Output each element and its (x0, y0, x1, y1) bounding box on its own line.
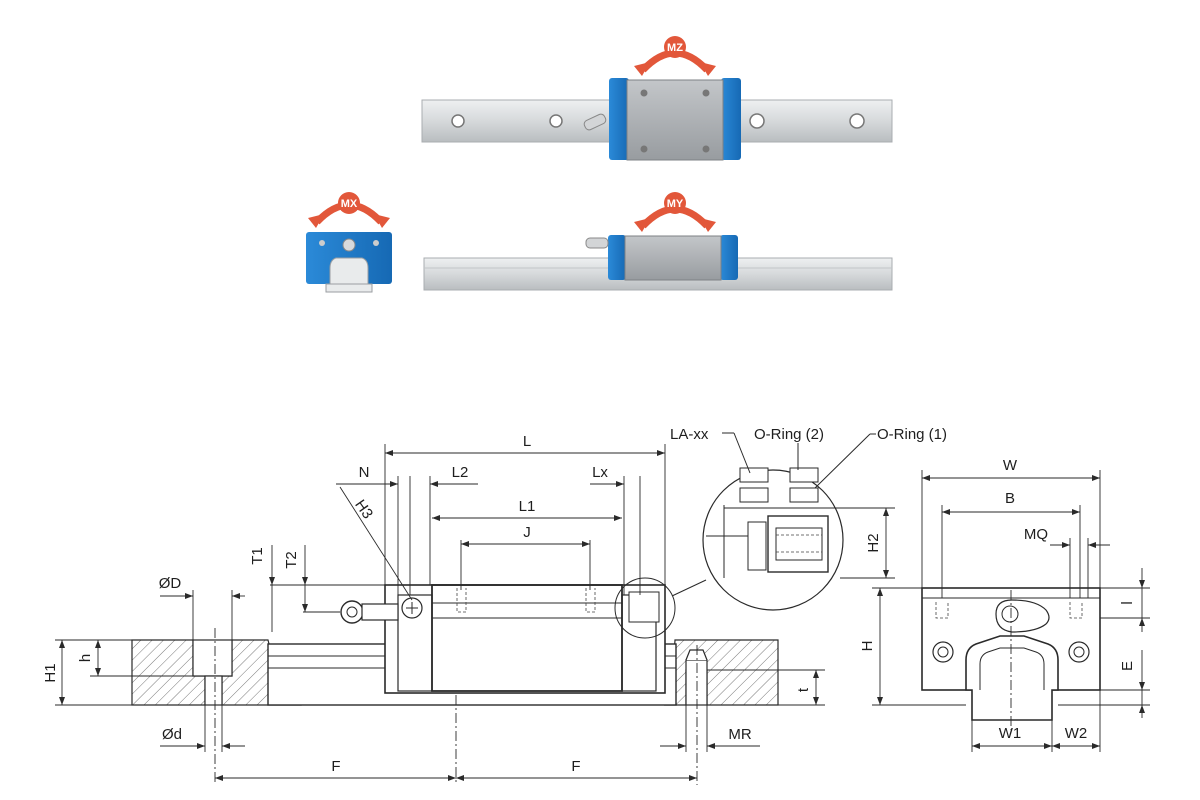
dim-N-label: N (359, 464, 370, 481)
moment-my-label: MY (667, 198, 684, 210)
dim-Od-label: Ød (162, 726, 182, 743)
dim-MQ-label: MQ (1024, 526, 1048, 543)
dim-W1-label: W1 (999, 725, 1022, 742)
grease-nipple-side-icon (585, 237, 609, 249)
rail-profile-end (965, 635, 1059, 721)
end-view-illustration: MX (306, 192, 392, 293)
dim-T1-label: T1 (249, 547, 266, 565)
dim-H1-label: H1 (42, 663, 59, 682)
moment-mx-arrow-icon: MX (308, 192, 390, 228)
dim-E-label: E (1119, 661, 1136, 671)
dim-B-label: B (1005, 490, 1015, 507)
rail-mount-hole (849, 113, 865, 129)
block-screw-hole (702, 89, 710, 97)
dim-L-label: L (523, 433, 531, 450)
seal-detail-view: H2 LA-xx O-Ring (2) O-Ring (1) (670, 426, 947, 611)
dim-F-right-label: F (571, 758, 580, 775)
rail-mount-hole (549, 114, 563, 128)
dim-t-label: t (795, 687, 812, 692)
end-seal-right (721, 78, 741, 160)
end-seal-right-side (720, 235, 738, 280)
dim-T2-label: T2 (283, 551, 300, 569)
callout-oring2-label: O-Ring (2) (754, 426, 824, 443)
dim-H2-label: H2 (865, 533, 882, 552)
moment-mz-label: MZ (667, 42, 683, 54)
rail-mount-hole (749, 113, 765, 129)
rail-profile-front (329, 257, 369, 285)
dim-H3-label: H3 (351, 497, 376, 522)
dim-F-left-label: F (331, 758, 340, 775)
dim-h-label: h (77, 654, 94, 662)
block-screw-hole (702, 145, 710, 153)
end-seal-left (609, 78, 629, 160)
carriage-block-section (384, 584, 666, 694)
callout-oring1-label: O-Ring (1) (877, 426, 947, 443)
section-drawing: L N L2 Lx L1 J H3 (42, 433, 825, 785)
dim-Lx-label: Lx (592, 464, 608, 481)
callout-la-label: LA-xx (670, 426, 709, 443)
dim-J-label: J (523, 524, 531, 541)
dim-W-label: W (1003, 457, 1018, 474)
base-plate-right (664, 639, 779, 706)
end-view-drawing: W B MQ H l E (859, 457, 1150, 752)
rail-mount-hole (451, 114, 465, 128)
dim-l-label: l (1119, 601, 1136, 604)
side-view-illustration: MY (423, 192, 893, 291)
dim-L1-label: L1 (519, 498, 536, 515)
top-view-illustration: MZ (421, 36, 893, 161)
dim-L2-label: L2 (452, 464, 469, 481)
dim-H-label: H (859, 641, 876, 652)
block-screw-hole (640, 145, 648, 153)
block-screw-hole (640, 89, 648, 97)
dim-OD-label: ØD (159, 575, 182, 592)
moment-my-arrow-icon: MY (634, 192, 716, 232)
moment-mx-label: MX (341, 198, 358, 210)
end-seal-left-side (608, 235, 626, 280)
dim-MR-label: MR (728, 726, 751, 743)
moment-mz-arrow-icon: MZ (634, 36, 716, 76)
carriage-block-side (624, 235, 722, 281)
dim-W2-label: W2 (1065, 725, 1088, 742)
grease-nipple-icon (583, 113, 607, 131)
